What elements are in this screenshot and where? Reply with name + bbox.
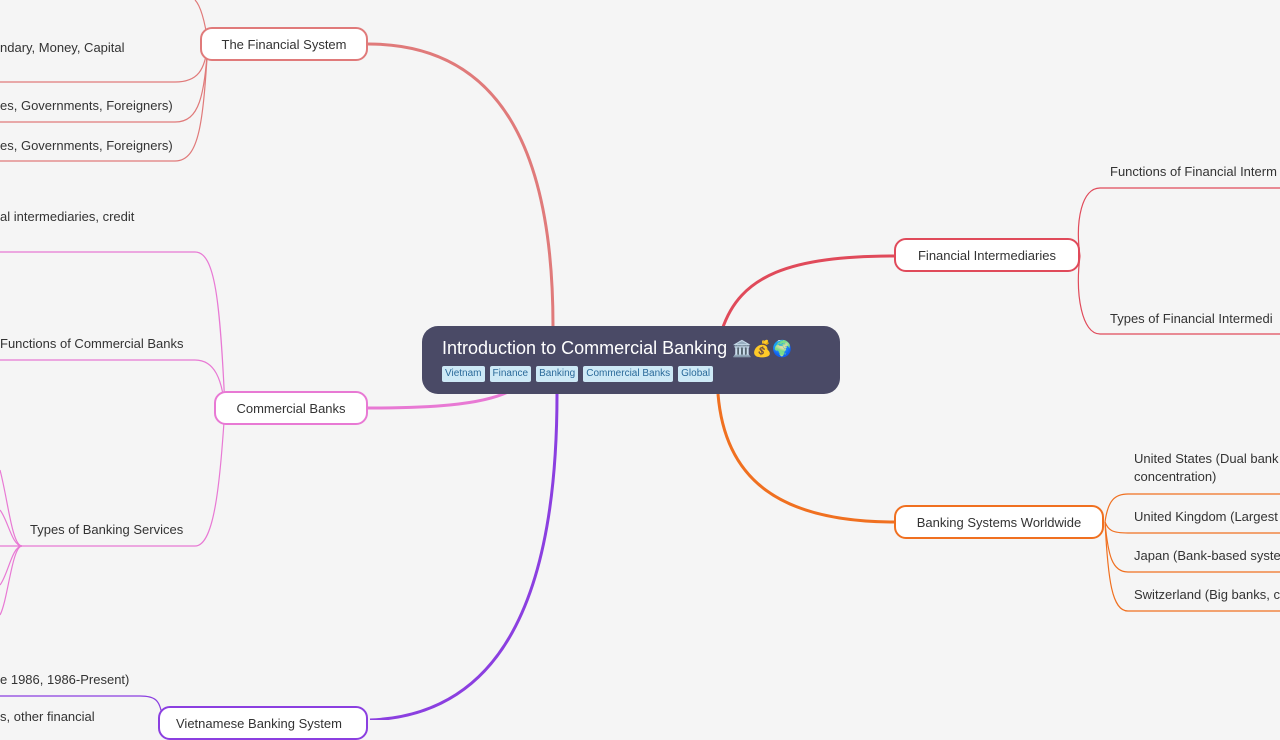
worldwide-child-connectors <box>1104 493 1280 612</box>
worldwide-child-japan[interactable]: Japan (Bank-based syste <box>1134 548 1280 563</box>
financial-system-child-1[interactable]: ndary, Money, Capital <box>0 40 125 55</box>
node-financial-system[interactable]: The Financial System <box>200 27 368 61</box>
financial-system-child-3[interactable]: es, Governments, Foreigners) <box>0 138 173 153</box>
connector-worldwide <box>716 393 896 524</box>
root-emoji: 🏛️💰🌍 <box>732 341 792 358</box>
tag-banking[interactable]: Banking <box>536 366 579 382</box>
financial-system-child-2[interactable]: es, Governments, Foreigners) <box>0 98 173 113</box>
vietnamese-child-2[interactable]: s, other financial <box>0 709 95 724</box>
worldwide-child-us-cont: concentration) <box>1134 469 1217 484</box>
node-banking-worldwide-label: Banking Systems Worldwide <box>916 514 1082 530</box>
worldwide-child-uk[interactable]: United Kingdom (Largest <box>1134 509 1278 524</box>
node-vietnamese-banking[interactable]: Vietnamese Banking System <box>158 706 368 740</box>
node-financial-intermediaries[interactable]: Financial Intermediaries <box>894 238 1080 272</box>
commercial-banks-child-functions[interactable]: Functions of Commercial Banks <box>0 336 184 351</box>
node-financial-system-label: The Financial System <box>221 36 347 52</box>
node-vietnamese-banking-label: Vietnamese Banking System <box>176 715 342 731</box>
intermediaries-child-types[interactable]: Types of Financial Intermedi <box>1110 311 1273 326</box>
tag-vietnam[interactable]: Vietnam <box>442 366 485 382</box>
intermediaries-child-connectors <box>1077 187 1280 335</box>
commercial-banks-child-1[interactable]: al intermediaries, credit <box>0 209 135 224</box>
commercial-banks-child-connectors <box>0 251 226 616</box>
vietnamese-child-1[interactable]: e 1986, 1986-Present) <box>0 672 130 687</box>
tag-finance[interactable]: Finance <box>489 366 532 382</box>
root-node[interactable]: Introduction to Commercial Banking 🏛️💰🌍 … <box>422 326 840 394</box>
node-financial-intermediaries-label: Financial Intermediaries <box>917 247 1056 263</box>
tag-commercial-banks[interactable]: Commercial Banks <box>583 366 674 382</box>
node-commercial-banks[interactable]: Commercial Banks <box>214 391 368 425</box>
root-title: Introduction to Commercial Banking <box>442 338 728 358</box>
node-banking-worldwide[interactable]: Banking Systems Worldwide <box>894 505 1104 539</box>
intermediaries-child-functions[interactable]: Functions of Financial Interm <box>1110 164 1277 179</box>
connector-vietnamese <box>369 393 559 720</box>
tag-global[interactable]: Global <box>678 366 714 382</box>
node-commercial-banks-label: Commercial Banks <box>236 400 346 416</box>
connector-commercial-banks <box>367 390 509 410</box>
connector-intermediaries <box>720 254 896 331</box>
worldwide-child-switzerland[interactable]: Switzerland (Big banks, c <box>1134 587 1280 602</box>
root-tags: Vietnam Finance Banking Commercial Banks… <box>442 366 820 382</box>
root-title-row: Introduction to Commercial Banking 🏛️💰🌍 <box>442 336 820 362</box>
commercial-banks-child-types[interactable]: Types of Banking Services <box>30 522 184 537</box>
connector-financial-system <box>367 42 555 327</box>
worldwide-child-us[interactable]: United States (Dual bank <box>1134 451 1279 466</box>
